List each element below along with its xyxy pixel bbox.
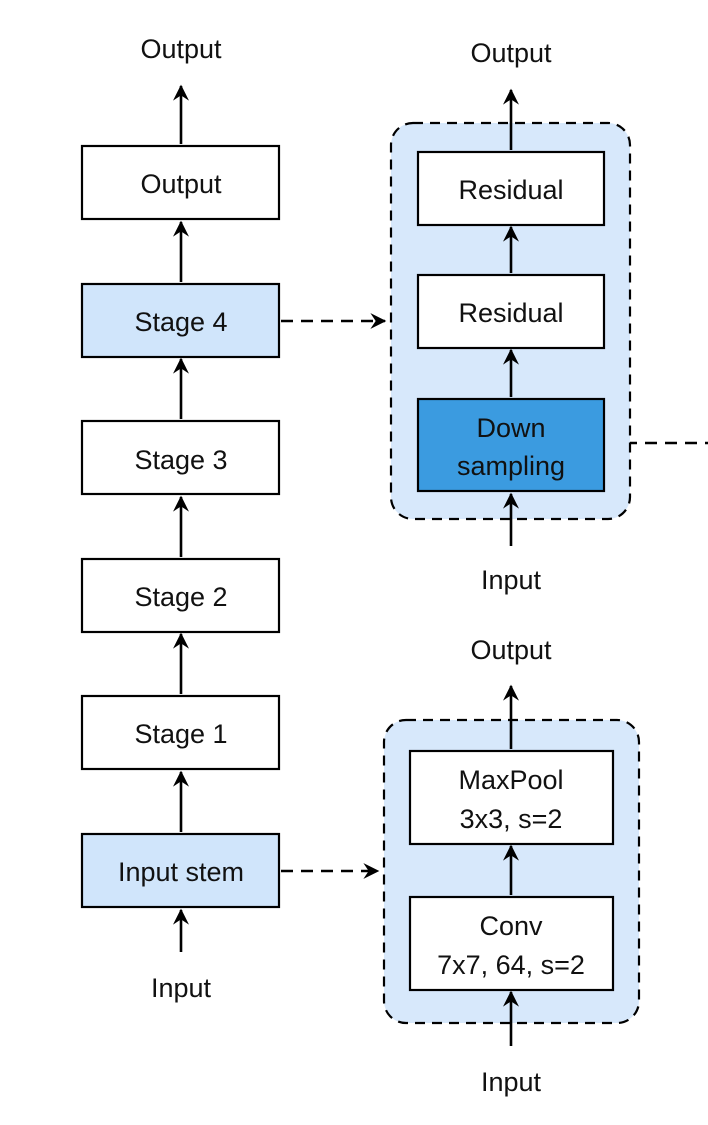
- main-input-label: Input: [151, 973, 212, 1003]
- downsampling-label-line2: sampling: [457, 451, 565, 481]
- maxpool-block: MaxPool 3x3, s=2: [408, 749, 615, 846]
- stage4-label: Stage 4: [134, 307, 227, 337]
- maxpool-label-line2: 3x3, s=2: [460, 804, 563, 834]
- residual-top-label: Residual: [458, 175, 563, 205]
- stem-detail-output-label: Output: [470, 635, 552, 665]
- residual-top-block: Residual: [416, 150, 606, 227]
- stage2-block: Stage 2: [80, 557, 281, 634]
- stage-detail-input-label: Input: [481, 565, 542, 595]
- stage3-label: Stage 3: [134, 445, 227, 475]
- output-block-label: Output: [140, 169, 222, 199]
- downsampling-block: Down sampling: [416, 397, 606, 493]
- conv-block: Conv 7x7, 64, s=2: [408, 895, 615, 992]
- stage2-label: Stage 2: [134, 582, 227, 612]
- maxpool-label-line1: MaxPool: [458, 765, 563, 795]
- output-block: Output: [80, 144, 281, 221]
- conv-label-line2: 7x7, 64, s=2: [437, 950, 585, 980]
- stage1-label: Stage 1: [134, 719, 227, 749]
- stage-detail-output-label: Output: [470, 38, 552, 68]
- main-output-label: Output: [140, 34, 222, 64]
- conv-label-line1: Conv: [479, 911, 543, 941]
- input-stem-label: Input stem: [118, 857, 244, 887]
- input-stem-block: Input stem: [80, 832, 281, 909]
- stage1-block: Stage 1: [80, 694, 281, 771]
- residual-bottom-label: Residual: [458, 298, 563, 328]
- downsampling-label-line1: Down: [476, 413, 545, 443]
- stem-detail-input-label: Input: [481, 1067, 542, 1097]
- stage4-block: Stage 4: [80, 282, 281, 359]
- stage3-block: Stage 3: [80, 419, 281, 496]
- residual-bottom-block: Residual: [416, 273, 606, 350]
